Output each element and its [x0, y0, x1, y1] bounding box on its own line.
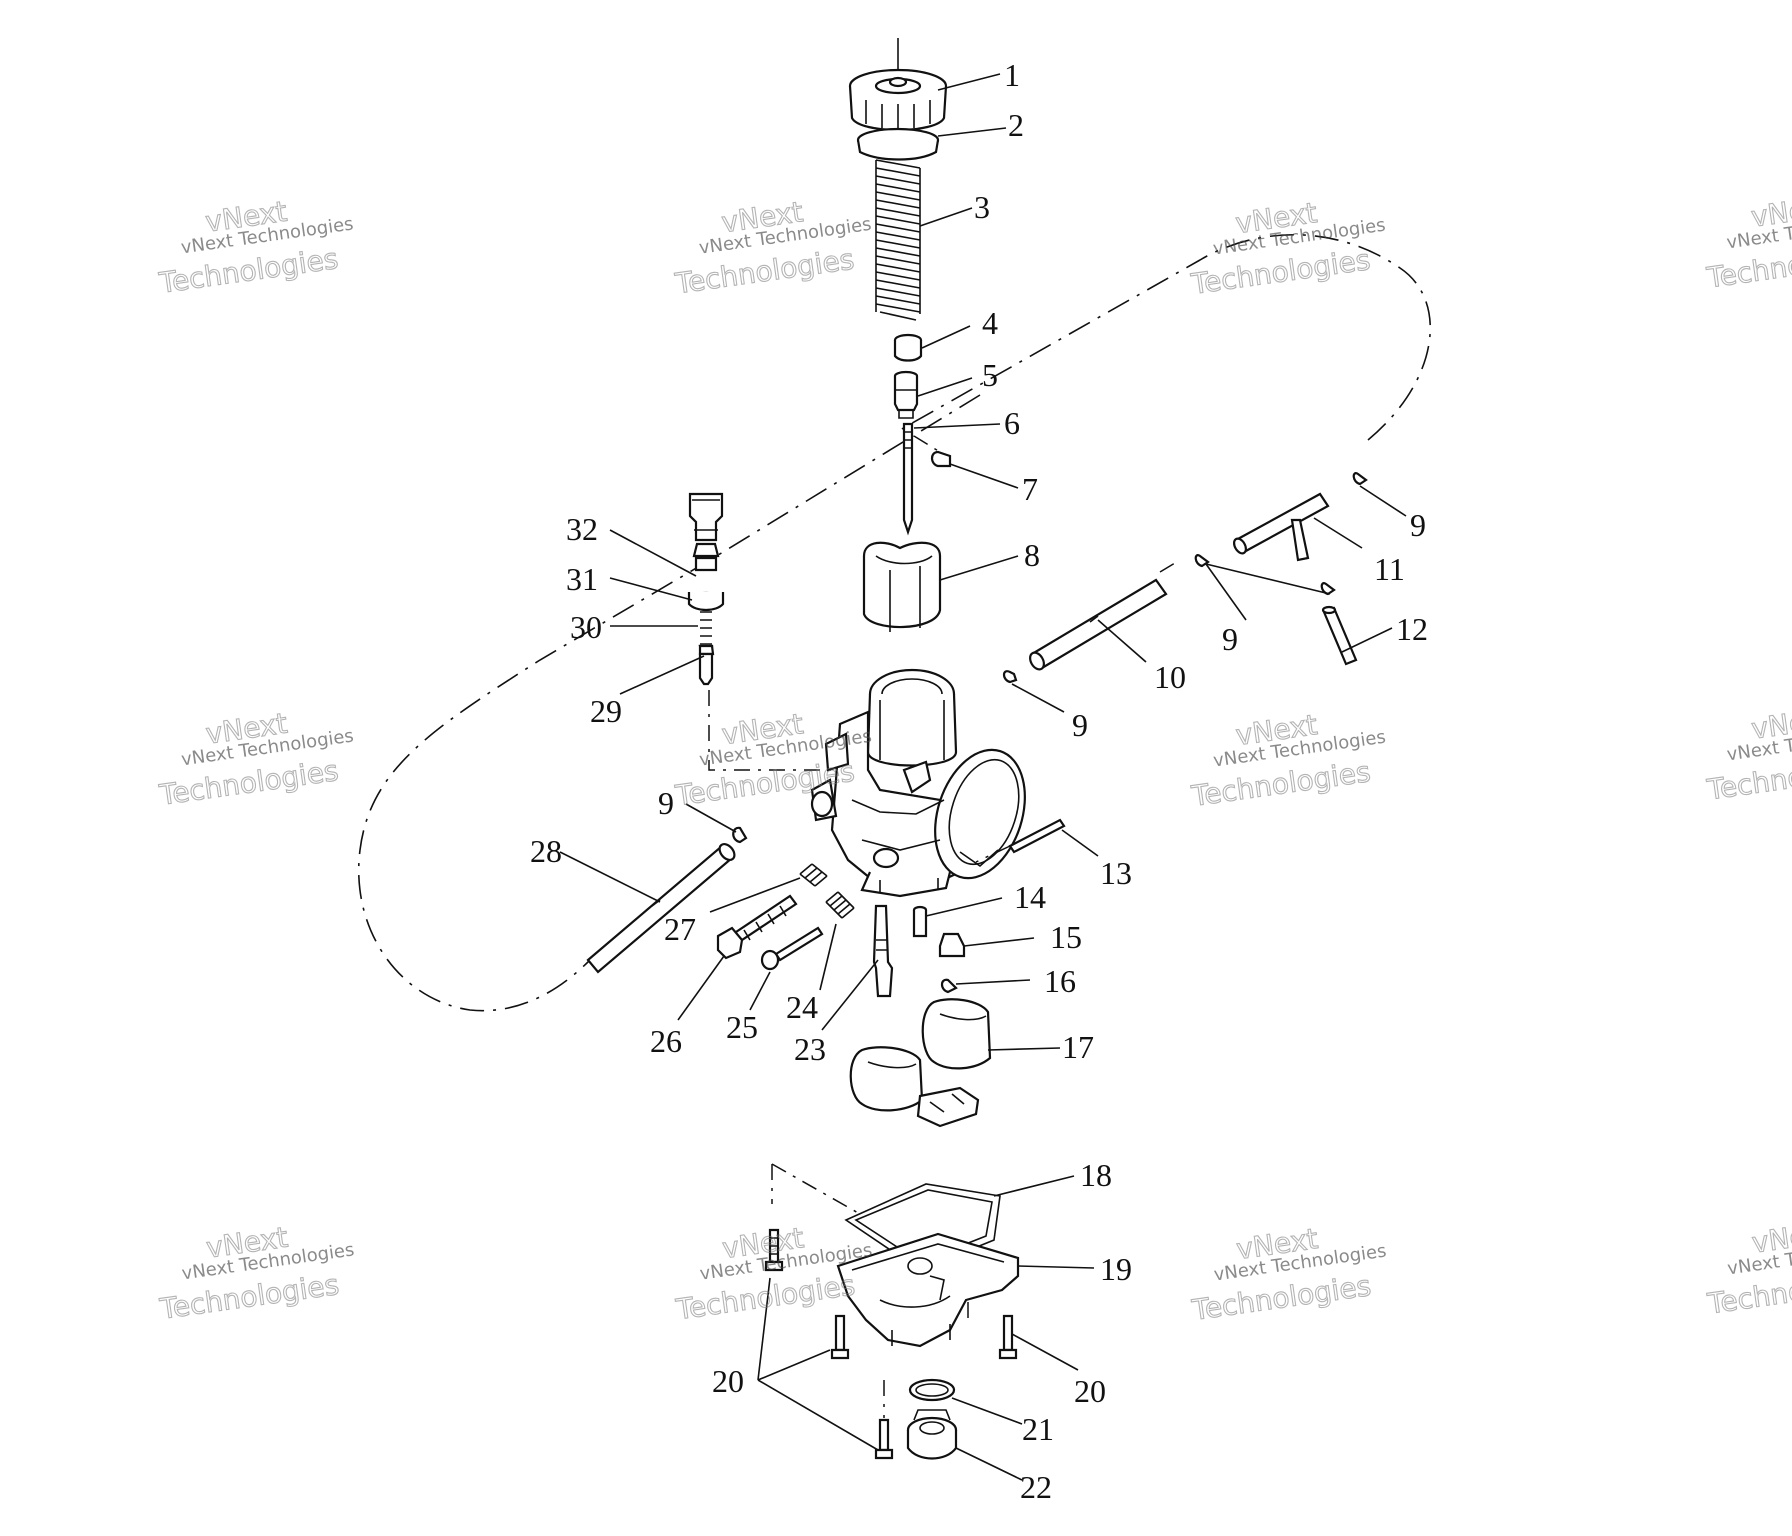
watermark-8: vNext Technologies vNext Technologies	[673, 1221, 874, 1327]
svg-text:vNext: vNext	[1750, 1216, 1792, 1260]
part-23-needle-jet	[872, 904, 894, 998]
leader-lines	[559, 73, 1407, 1481]
part-1-cap	[848, 38, 948, 132]
part-14-jet	[912, 905, 928, 938]
part-19-float-bowl	[836, 1232, 1020, 1348]
part-2-cap-base	[856, 127, 940, 161]
watermark-9: vNext Technologies vNext Technologies	[1189, 1221, 1388, 1327]
callout-28: 28	[530, 833, 562, 869]
part-27-spring	[799, 863, 828, 887]
callout-27: 27	[664, 911, 696, 947]
part-7-needle-clip	[930, 450, 952, 468]
part-6-jet-needle	[902, 422, 941, 536]
callout-15: 15	[1050, 919, 1082, 955]
watermark-4: vNext Technologies vNext Technologies	[156, 706, 355, 812]
watermark-3: vNext Technologies vNext Technologies	[1188, 196, 1387, 302]
part-25-screw	[760, 926, 824, 971]
watermark-2: vNext Technologies vNext Technologies	[672, 195, 873, 301]
callout-10: 10	[1154, 659, 1186, 695]
watermark-11: vNext Technologies vNext Technologies	[1704, 701, 1792, 807]
part-12-tube	[1321, 605, 1358, 666]
callout-31: 31	[566, 561, 598, 597]
callout-9d: 9	[658, 785, 674, 821]
watermark-12: vNext Technologies vNext Technologies	[1704, 1215, 1792, 1321]
callout-20b: 20	[712, 1363, 744, 1399]
callout-8: 8	[1024, 537, 1040, 573]
part-8-throttle-slide	[862, 541, 942, 632]
callout-29: 29	[590, 693, 622, 729]
callout-30: 30	[570, 609, 602, 645]
callout-9b: 9	[1222, 621, 1238, 657]
part-21-o-ring	[908, 1378, 956, 1402]
watermark-7: vNext Technologies vNext Technologies	[157, 1220, 356, 1326]
part-16-clip	[940, 978, 958, 994]
part-10-hose	[1029, 578, 1168, 671]
callout-9c: 9	[1410, 507, 1426, 543]
callout-9a: 9	[1072, 707, 1088, 743]
part-15-main-jet	[938, 932, 966, 958]
callout-18: 18	[1080, 1157, 1112, 1193]
part-28-hose	[586, 843, 736, 974]
watermarks: vNext Technologies vNext Technologies vN…	[156, 189, 1792, 1327]
part-13-screw	[975, 818, 1066, 863]
callout-22: 22	[1020, 1469, 1052, 1505]
callout-26: 26	[650, 1023, 682, 1059]
callout-3: 3	[974, 189, 990, 225]
part-3-spring	[875, 159, 921, 321]
part-22-drain-plug	[906, 1409, 958, 1460]
part-24-spring	[825, 891, 855, 919]
callout-23: 23	[794, 1031, 826, 1067]
callout-16: 16	[1044, 963, 1076, 999]
callout-14: 14	[1014, 879, 1046, 915]
carburetor-body	[810, 668, 1026, 898]
part-20-screws	[764, 1228, 1018, 1460]
callout-19: 19	[1100, 1251, 1132, 1287]
watermark-10: vNext Technologies vNext Technologies	[1704, 189, 1792, 295]
part-17-float	[849, 998, 992, 1128]
callout-25: 25	[726, 1009, 758, 1045]
watermark-1: vNext Technologies vNext Technologies	[156, 194, 355, 300]
callout-6: 6	[1004, 405, 1020, 441]
callout-1: 1	[1004, 57, 1020, 93]
part-26-idle-screw	[716, 894, 798, 960]
callout-numbers: 1 2 3 4 5 6 7 8 9 9 9 9 10 11 12 13 14 1…	[530, 57, 1428, 1505]
callout-11: 11	[1374, 551, 1405, 587]
callout-32: 32	[566, 511, 598, 547]
callout-7: 7	[1022, 471, 1038, 507]
svg-text:vNext: vNext	[1749, 702, 1792, 746]
part-4-retainer	[893, 333, 923, 362]
callout-17: 17	[1062, 1029, 1094, 1065]
part-11-t-fitting	[1233, 492, 1330, 562]
callout-5: 5	[982, 357, 998, 393]
callout-12: 12	[1396, 611, 1428, 647]
svg-text:vNext: vNext	[1749, 190, 1792, 234]
callout-2: 2	[1008, 107, 1024, 143]
routing-loop	[358, 234, 1431, 1012]
starter-plunger-assembly	[687, 492, 850, 771]
callout-21: 21	[1022, 1411, 1054, 1447]
callout-24: 24	[786, 989, 818, 1025]
watermark-6: vNext Technologies vNext Technologies	[1188, 707, 1387, 813]
callout-4: 4	[982, 305, 998, 341]
callout-13: 13	[1100, 855, 1132, 891]
part-5-holder	[893, 370, 919, 419]
callout-20a: 20	[1074, 1373, 1106, 1409]
